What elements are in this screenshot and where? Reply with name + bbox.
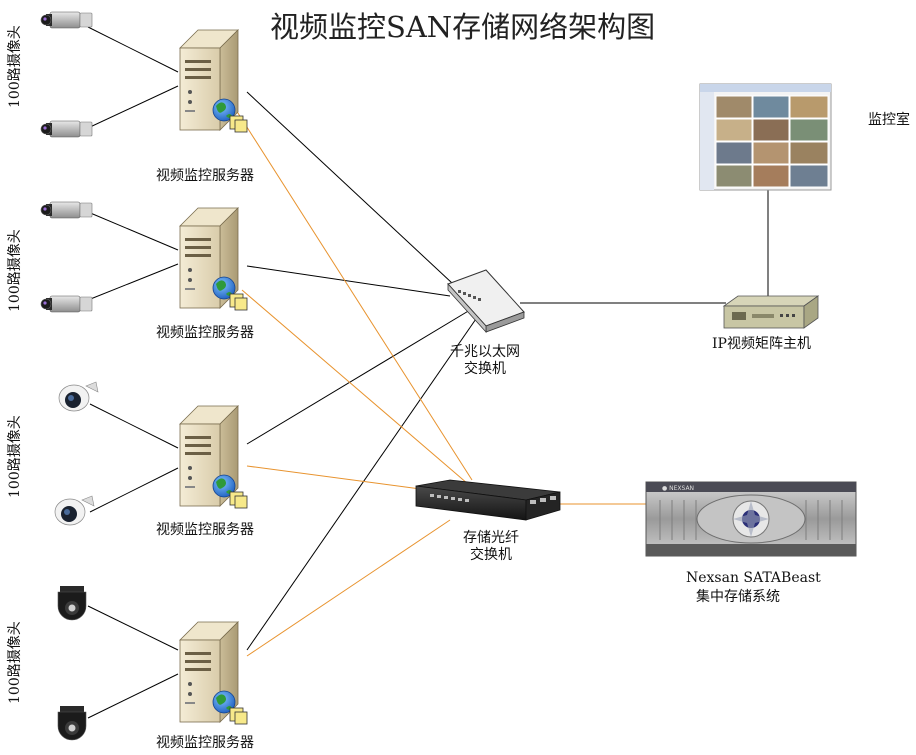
- ethernet-switch-icon: [447, 269, 525, 334]
- server-label: 视频监控服务器: [156, 522, 254, 538]
- camera-group-1: [40, 11, 93, 138]
- ip-matrix-icon: [722, 295, 820, 329]
- camera-group-2: [40, 201, 93, 313]
- camera-group-label: 100路摄像头: [7, 415, 23, 498]
- server-icon: [179, 621, 248, 725]
- camera-group-label: 100路摄像头: [7, 621, 23, 704]
- server-label: 视频监控服务器: [156, 735, 254, 751]
- fc-switch-icon: [415, 479, 561, 521]
- camera-group-3: [54, 381, 99, 526]
- box-camera-icon: [40, 201, 93, 219]
- box-camera-icon: [40, 295, 93, 313]
- camera-group-4: [57, 585, 87, 741]
- storage-label-line1: Nexsan SATABeast: [686, 570, 821, 586]
- ethernet-switch-label-line2: 交换机: [464, 360, 506, 377]
- dome-camera-icon: [54, 495, 95, 526]
- ptz-camera-icon: [57, 705, 87, 741]
- camera-links: [87, 26, 179, 719]
- ethernet-switch-label: 千兆以太网 交换机: [440, 344, 530, 378]
- fc-switch-label: 存储光纤 交换机: [446, 530, 536, 564]
- fc-switch-label-line2: 交换机: [470, 546, 512, 563]
- server-label: 视频监控服务器: [156, 325, 254, 341]
- ethernet-switch-label-line1: 千兆以太网: [450, 344, 520, 360]
- storage-label-line2: 集中存储系统: [696, 589, 780, 605]
- server-icon: [179, 29, 248, 133]
- camera-group-label: 100路摄像头: [7, 25, 23, 108]
- ip-matrix-label: IP视频矩阵主机: [712, 336, 811, 352]
- server-icon: [179, 207, 248, 311]
- box-camera-icon: [40, 120, 93, 138]
- fibre-links: [235, 109, 648, 657]
- ethernet-links: [246, 91, 769, 651]
- server-icon: [179, 405, 248, 509]
- camera-group-label: 100路摄像头: [7, 229, 23, 312]
- storage-array-icon: ● NEXSAN: [645, 481, 857, 557]
- monitor-wall-icon: [699, 83, 832, 191]
- svg-text:● NEXSAN: ● NEXSAN: [662, 485, 694, 492]
- diagram-title: 视频监控SAN存储网络架构图: [270, 10, 656, 44]
- box-camera-icon: [40, 11, 93, 29]
- monitor-room-label: 监控室: [868, 112, 910, 128]
- ptz-camera-icon: [57, 585, 87, 621]
- dome-camera-icon: [58, 381, 99, 412]
- server-label: 视频监控服务器: [156, 168, 254, 184]
- fc-switch-label-line1: 存储光纤: [463, 530, 519, 546]
